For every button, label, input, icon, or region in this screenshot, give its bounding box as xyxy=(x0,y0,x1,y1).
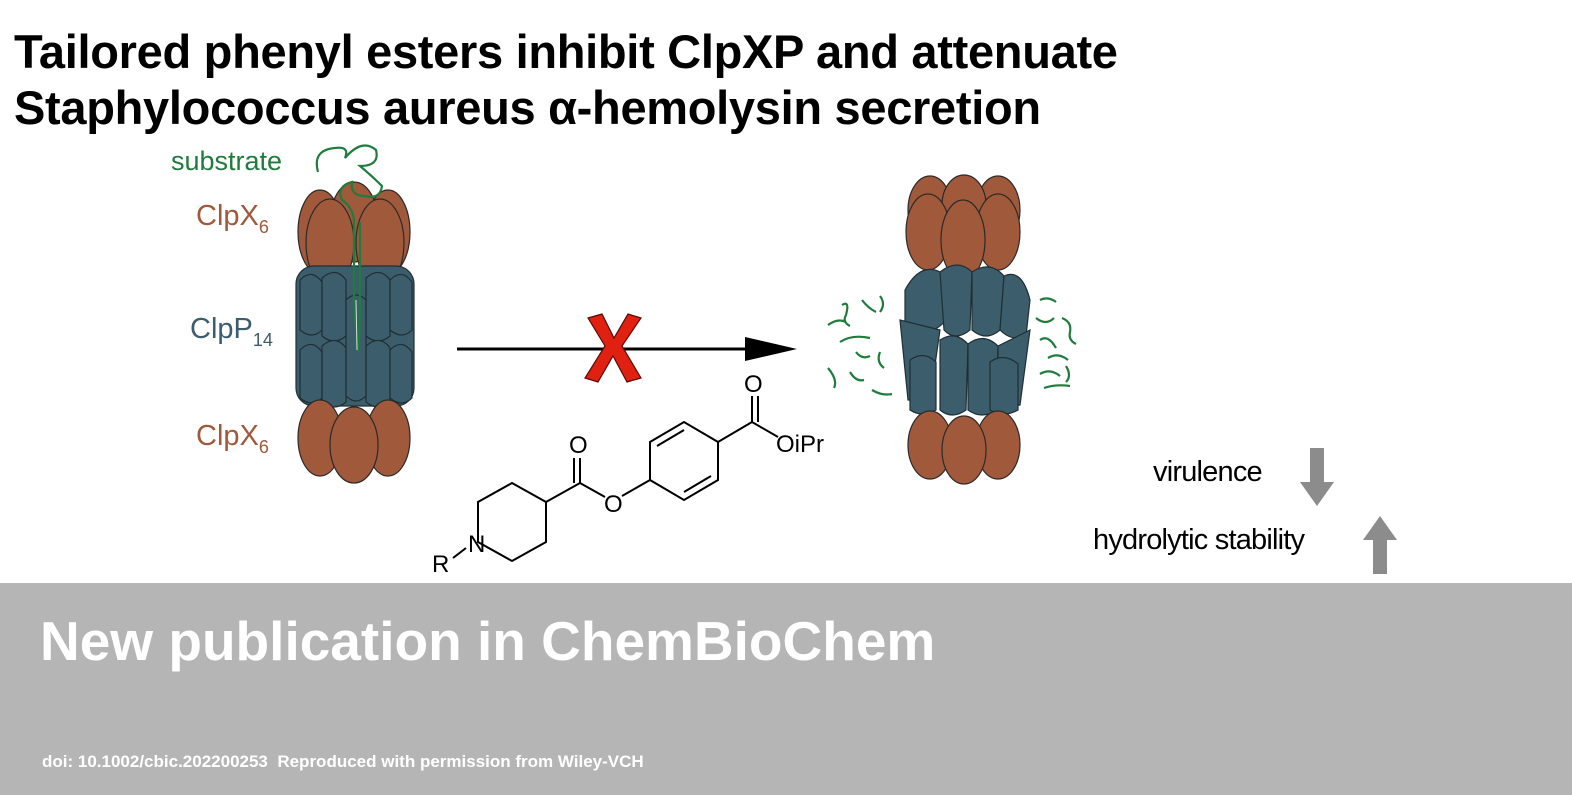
virulence-label: virulence xyxy=(1153,456,1262,488)
clpx-top-label-sub: 6 xyxy=(259,217,269,237)
clpp-barrel-right xyxy=(899,264,1031,416)
inhibitor-molecule xyxy=(452,396,779,563)
substrate-fragments xyxy=(827,295,1077,396)
figure-title: Tailored phenyl esters inhibit ClpXP and… xyxy=(14,24,1414,136)
footer-credit: doi: 10.1002/cbic.202200253 Reproduced w… xyxy=(42,752,644,771)
footer-banner: New publication in ChemBioChem doi: 10.1… xyxy=(0,583,1572,795)
clpx-top-ring xyxy=(297,181,411,288)
atom-o-carbonyl-2: O xyxy=(744,371,763,398)
clpx-bottom-label-sub: 6 xyxy=(259,437,269,457)
atom-r: R xyxy=(432,551,449,578)
atom-o-ester: O xyxy=(604,491,623,518)
clpxp-active-complex xyxy=(295,144,415,484)
clpx-bottom-label-main: ClpX xyxy=(196,420,259,452)
atom-oipr: OiPr xyxy=(776,431,824,458)
clpx-bottom-label: ClpX6 xyxy=(196,420,269,457)
footer-headline: New publication in ChemBioChem xyxy=(40,610,936,672)
title-line-2: Staphylococcus aureus α-hemolysin secret… xyxy=(14,81,1041,134)
atom-n: N xyxy=(468,531,485,558)
scheme-figure: substrate ClpX6 ClpP14 ClpX6 xyxy=(171,144,1397,578)
inhibition-x-icon xyxy=(584,313,642,383)
substrate-label: substrate xyxy=(171,146,282,176)
clpx-bottom-ring-right xyxy=(907,410,1021,485)
clpp-barrel xyxy=(295,265,415,408)
clpp-label-main: ClpP xyxy=(190,313,253,345)
clpx-top-label-main: ClpX xyxy=(196,200,259,232)
substrate-thread xyxy=(315,144,384,353)
arrow-up-icon xyxy=(1363,516,1397,574)
clpx-bottom-ring xyxy=(297,399,411,484)
clpx-top-ring-right xyxy=(905,174,1021,281)
hydrolytic-stability-label: hydrolytic stability xyxy=(1093,524,1306,556)
title-line-1: Tailored phenyl esters inhibit ClpXP and… xyxy=(14,25,1118,78)
clpp-label-sub: 14 xyxy=(253,330,273,350)
molecule-atom-labels: O O O OiPr N R xyxy=(432,371,824,578)
atom-o-carbonyl-1: O xyxy=(569,432,588,459)
substrate-strand xyxy=(355,299,358,351)
clpxp-inhibited-complex xyxy=(899,174,1031,485)
arrow-down-icon xyxy=(1300,448,1334,506)
clpp-label: ClpP14 xyxy=(190,313,273,350)
clpx-top-label: ClpX6 xyxy=(196,200,269,237)
